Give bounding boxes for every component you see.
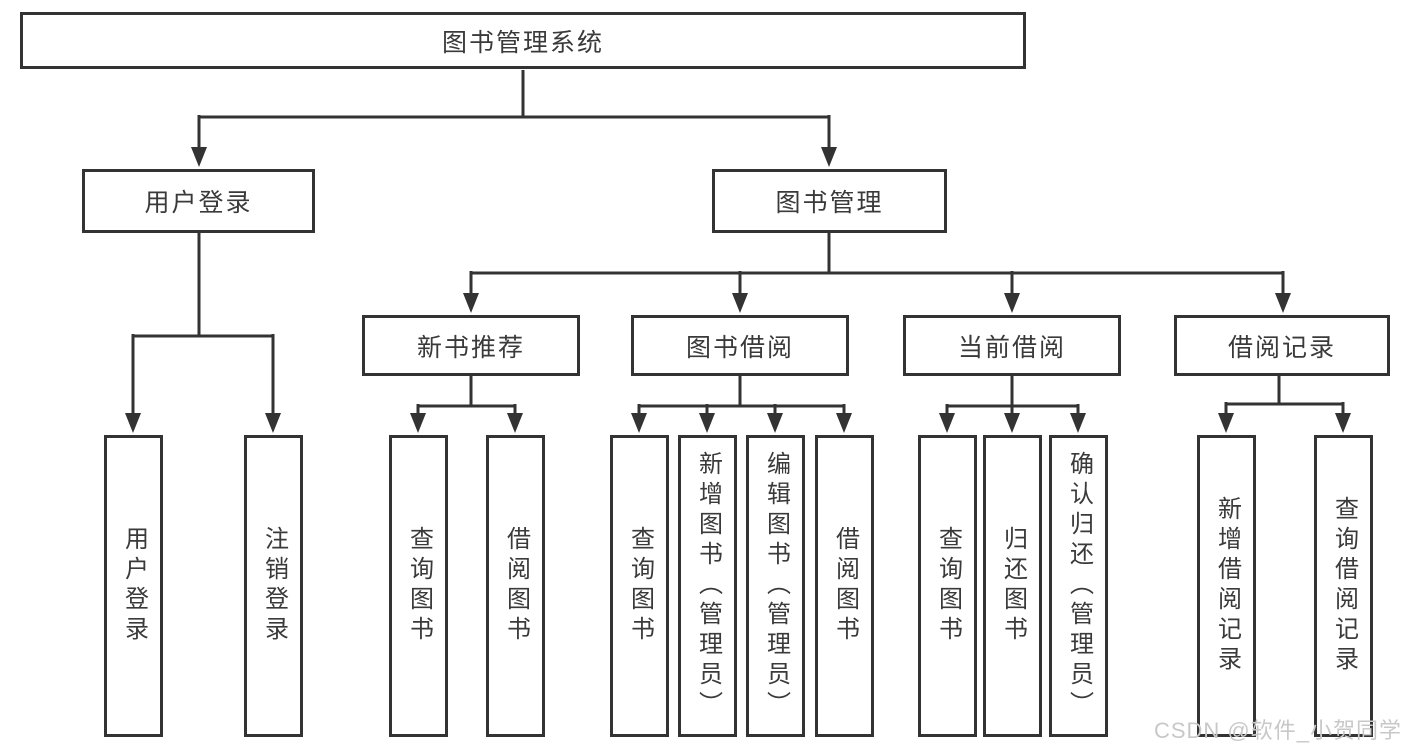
node-new-book-recommend: 新书推荐 [362, 315, 580, 376]
node-user-login: 用户登录 [82, 169, 315, 233]
node-root: 图书管理系统 [20, 12, 1026, 69]
leaf-return-books: 归还图书 [983, 435, 1042, 737]
arrowheads [125, 147, 1351, 433]
leaf-edit-books-admin: 编辑图书（管理员） [746, 435, 805, 737]
node-book-borrowing: 图书借阅 [631, 315, 849, 376]
leaf-confirm-return-admin: 确认归还（管理员） [1049, 435, 1108, 737]
leaf-user-login: 用户登录 [104, 435, 163, 737]
leaf-logout: 注销登录 [244, 435, 303, 737]
node-book-management: 图书管理 [712, 169, 947, 233]
leaf-borrow-books-1: 借阅图书 [486, 435, 545, 737]
leaf-query-books-3: 查询图书 [918, 435, 977, 737]
node-current-borrowing: 当前借阅 [903, 315, 1121, 376]
csdn-watermark: CSDN @软件_小贺同学 [1153, 718, 1402, 743]
leaf-borrow-books-2: 借阅图书 [815, 435, 874, 737]
leaf-add-books-admin: 新增图书（管理员） [678, 435, 737, 737]
node-borrowing-records: 借阅记录 [1174, 315, 1390, 376]
leaf-query-books-2: 查询图书 [610, 435, 669, 737]
leaf-query-books-1: 查询图书 [389, 435, 448, 737]
leaf-query-borrow-record: 查询借阅记录 [1314, 435, 1373, 737]
leaf-add-borrow-record: 新增借阅记录 [1197, 435, 1256, 737]
